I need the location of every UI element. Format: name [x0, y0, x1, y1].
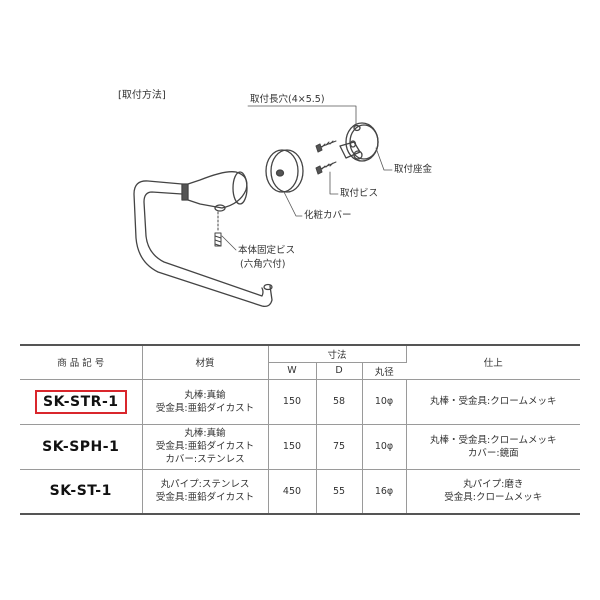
- product-code-cell: SK-ST-1: [20, 469, 143, 515]
- width-cell: 450: [268, 469, 317, 515]
- depth-cell: 75: [316, 424, 363, 470]
- header-d: D: [316, 362, 363, 380]
- finish-cell: 丸棒・受金具:クロームメッキ カバー:鏡面: [406, 424, 580, 470]
- material-line: 受金具:亜鉛ダイカスト: [155, 402, 255, 414]
- finish-cell: 丸棒・受金具:クロームメッキ: [406, 379, 580, 425]
- material-line: 受金具:亜鉛ダイカスト: [155, 441, 255, 452]
- product-code: SK-STR-1: [35, 389, 127, 414]
- header-finish: 仕上: [406, 344, 580, 380]
- mount-screw-drawing: [315, 140, 337, 175]
- body-screw-sublabel: (六角穴付): [240, 259, 286, 270]
- base-plate-drawing: [339, 122, 379, 162]
- receiver-drawing: [181, 171, 248, 212]
- header-code: 商 品 記 号: [20, 344, 143, 380]
- finish-line: 丸棒・受金具:クロームメッキ: [430, 396, 557, 407]
- product-code-cell: SK-SPH-1: [20, 424, 143, 470]
- mount-screw-label: 取付ビス: [340, 188, 379, 199]
- cover-label: 化粧カバー: [304, 210, 352, 221]
- header-w: W: [268, 362, 317, 380]
- material-line: 受金具:亜鉛ダイカスト: [155, 492, 255, 504]
- table-row: SK-STR-1 丸棒:真鍮 受金具:亜鉛ダイカスト 150 58 10φ 丸棒…: [20, 379, 580, 425]
- material-cell: 丸パイプ:ステンレス 受金具:亜鉛ダイカスト: [142, 469, 269, 515]
- body-screw-label: 本体固定ビス: [238, 245, 296, 256]
- diameter-cell: 10φ: [362, 379, 407, 425]
- header-dims: 寸法: [268, 344, 407, 363]
- holder-bar-drawing: [133, 180, 273, 308]
- material-cell: 丸棒:真鍮 受金具:亜鉛ダイカスト カバー:ステンレス: [142, 424, 269, 470]
- table-row: SK-SPH-1 丸棒:真鍮 受金具:亜鉛ダイカスト カバー:ステンレス 150…: [20, 424, 580, 470]
- cover-drawing: [265, 149, 304, 193]
- mount-base-label: 取付座金: [394, 164, 433, 175]
- width-cell: 150: [268, 424, 317, 470]
- diameter-cell: 10φ: [362, 424, 407, 470]
- finish-line: 受金具:クロームメッキ: [444, 492, 543, 504]
- header-material: 材質: [142, 344, 269, 380]
- finish-line: カバー:鏡面: [467, 447, 519, 459]
- depth-cell: 55: [316, 469, 363, 515]
- spec-table: 商 品 記 号 材質 寸法 仕上 W D 丸径 SK-STR-1 丸棒:真鍮 受…: [20, 344, 580, 515]
- product-code: SK-ST-1: [49, 483, 112, 500]
- mounting-drawing: [133, 105, 393, 308]
- material-cell: 丸棒:真鍮 受金具:亜鉛ダイカスト: [142, 379, 269, 425]
- product-code-cell: SK-STR-1: [20, 379, 143, 425]
- section-title: [取付方法]: [118, 90, 166, 101]
- body-screw-drawing: [214, 211, 222, 247]
- material-line: カバー:ステンレス: [165, 454, 245, 465]
- leader-lines: [221, 105, 393, 251]
- depth-cell: 58: [316, 379, 363, 425]
- header-dia: 丸径: [362, 362, 406, 380]
- table-row: SK-ST-1 丸パイプ:ステンレス 受金具:亜鉛ダイカスト 450 55 16…: [20, 469, 580, 515]
- mount-slot-label: 取付長穴(4×5.5): [250, 94, 325, 105]
- diameter-cell: 16φ: [362, 469, 407, 515]
- finish-line: 丸棒・受金具:クロームメッキ: [430, 434, 557, 446]
- material-line: 丸パイプ:ステンレス: [160, 479, 250, 491]
- material-line: 丸棒:真鍮: [184, 428, 226, 439]
- mounting-diagram: [取付方法]: [118, 90, 433, 308]
- finish-line: 丸パイプ:磨き: [463, 479, 524, 491]
- product-code: SK-SPH-1: [42, 438, 120, 455]
- material-line: 丸棒:真鍮: [184, 389, 226, 401]
- finish-cell: 丸パイプ:磨き 受金具:クロームメッキ: [406, 469, 580, 515]
- width-cell: 150: [268, 379, 317, 425]
